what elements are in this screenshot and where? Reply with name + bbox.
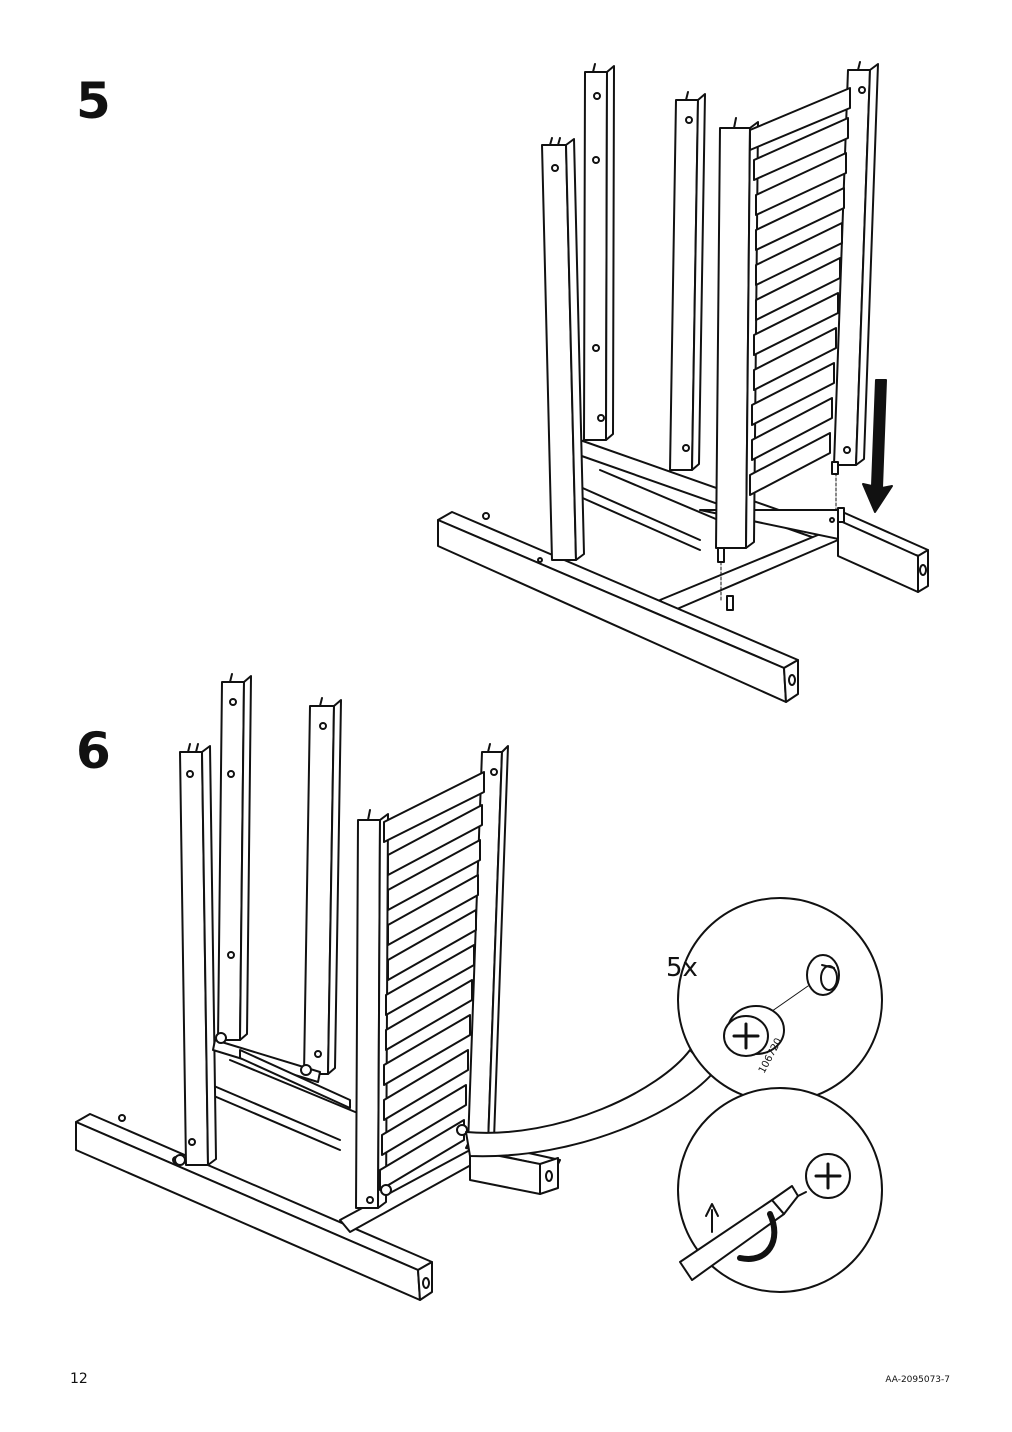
legs-6 — [179, 673, 342, 1166]
dowels — [717, 461, 845, 611]
quantity-label: 5x — [666, 953, 698, 983]
screwdriver-icon — [679, 1185, 807, 1281]
rotate-arrow-icon — [705, 1203, 778, 1262]
callout-pointer — [465, 1049, 713, 1158]
step-5-illustration — [437, 61, 929, 703]
slats — [749, 87, 851, 496]
cam-hole-icon — [806, 954, 840, 996]
cam-lock-front-icon — [805, 1153, 851, 1199]
side-frame-6 — [355, 743, 509, 1209]
base-frame-6 — [75, 1059, 561, 1301]
base-frame — [437, 439, 929, 703]
document-code: AA-2095073-7 — [885, 1375, 950, 1385]
detail-circle-screwdriver — [677, 1087, 883, 1293]
page-number: 12 — [70, 1371, 88, 1387]
step-6-illustration: 5x 106720 — [75, 673, 883, 1301]
cam-lock-part-icon — [723, 1005, 785, 1057]
rails-6 — [212, 1039, 351, 1109]
detail-circle-insert: 5x 106720 — [666, 897, 883, 1103]
legs — [541, 63, 706, 561]
side-frame — [715, 61, 879, 549]
step-5-number: 5 — [76, 72, 111, 130]
slats-6 — [379, 771, 485, 1191]
down-arrow-icon — [862, 379, 893, 513]
cam-locks — [174, 1032, 468, 1204]
step-6-number: 6 — [76, 722, 111, 780]
